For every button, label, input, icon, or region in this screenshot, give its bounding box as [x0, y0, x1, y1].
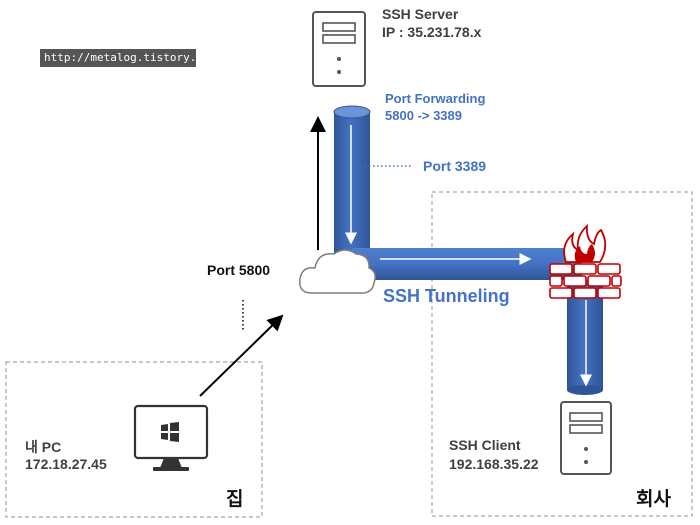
windows-logo-icon [161, 422, 179, 442]
client-name: SSH Client [449, 437, 521, 453]
home-zone-border [5, 361, 263, 518]
desktop-pc-icon [133, 404, 209, 471]
firewall-icon [549, 223, 622, 299]
watermark-url: http://metalog.tistory.com [40, 49, 216, 67]
office-zone-border [431, 191, 693, 517]
ssh-tunnel-pipe [333, 105, 603, 395]
server-title: SSH Server [382, 6, 459, 22]
port-5800-label: Port 5800 [207, 262, 271, 278]
pc-name: 내 PC [25, 439, 62, 455]
cloud-icon [299, 249, 376, 294]
server-ip: IP : 35.231.78.x [382, 24, 482, 40]
client-server-icon [560, 401, 612, 475]
client-ip: 192.168.35.22 [449, 456, 539, 472]
server-icon [312, 11, 366, 87]
pc-ip: 172.18.27.45 [25, 456, 107, 472]
pc-to-cloud-arrow [199, 314, 284, 397]
port-forwarding-mapping: 5800 -> 3389 [385, 108, 462, 123]
home-zone-label: 집 [226, 489, 244, 510]
tunnel-label: SSH Tunneling [383, 286, 510, 306]
port-3389-label: Port 3389 [423, 158, 487, 174]
port-forwarding-title: Port Forwarding [385, 91, 486, 106]
office-zone-label: 회사 [636, 489, 671, 510]
